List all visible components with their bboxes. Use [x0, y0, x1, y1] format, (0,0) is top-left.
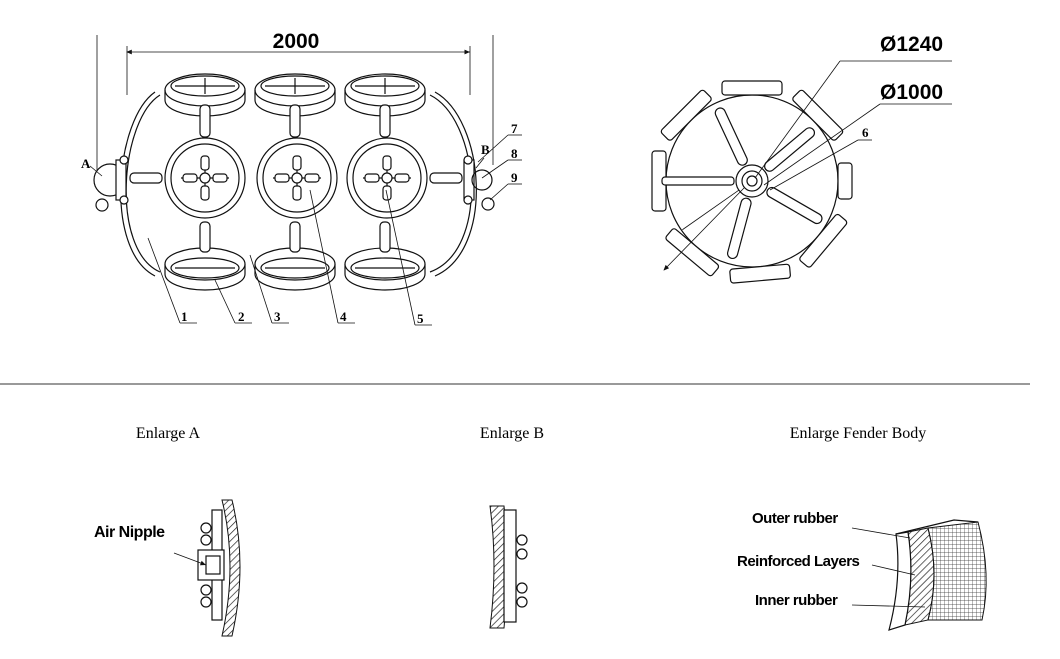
outer-rubber-label: Outer rubber: [752, 510, 838, 527]
enlarge-a-detail: Air Nipple: [94, 499, 241, 637]
callout-2: 2: [238, 309, 245, 324]
top-tyre-row: [164, 73, 426, 117]
end-fitting-right: [463, 155, 495, 211]
vertical-sleeves: [199, 104, 391, 253]
bottom-tyre-row: [164, 247, 426, 291]
callout-3: 3: [274, 309, 281, 324]
end-fitting-left: [93, 155, 129, 212]
caption-enlarge-a: Enlarge A: [136, 425, 201, 442]
callout-8: 8: [511, 146, 518, 161]
middle-tyre-row: [164, 137, 428, 219]
reinforced-layers-label: Reinforced Layers: [737, 553, 860, 570]
callout-4: 4: [340, 309, 347, 324]
inner-rubber-label: Inner rubber: [755, 592, 838, 609]
fender-side-view: 2000: [81, 30, 522, 326]
air-nipple-label: Air Nipple: [94, 524, 165, 541]
length-dimension: 2000: [273, 30, 320, 53]
fender-end-view: Ø1240 Ø1000 6: [651, 33, 952, 284]
callout-b: B: [481, 142, 490, 157]
callout-1: 1: [181, 309, 188, 324]
callout-5: 5: [417, 311, 424, 326]
callout-a: A: [81, 156, 91, 171]
callout-6: 6: [862, 125, 869, 140]
inner-diameter-label: Ø1000: [880, 81, 943, 104]
enlarge-b-detail: [489, 505, 528, 629]
callout-9: 9: [511, 170, 518, 185]
enlarge-body-detail: Outer rubber Reinforced Layers Inner rub…: [737, 510, 987, 631]
outer-diameter-label: Ø1240: [880, 33, 943, 56]
caption-enlarge-body: Enlarge Fender Body: [790, 425, 927, 442]
leaders-bottom: [147, 134, 522, 326]
callout-7: 7: [511, 121, 518, 136]
caption-enlarge-b: Enlarge B: [480, 425, 544, 442]
